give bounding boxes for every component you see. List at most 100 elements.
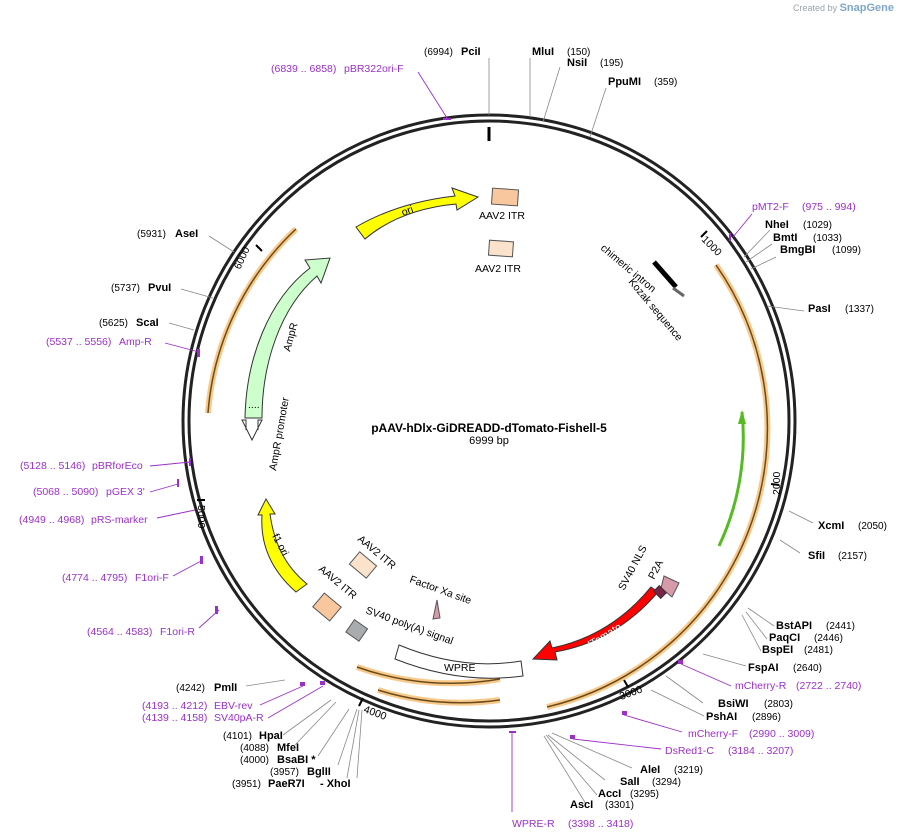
sv40-polya-box xyxy=(345,618,369,642)
ampr-promoter-arrow xyxy=(241,419,263,442)
ori-arrow xyxy=(355,187,480,240)
primer-f1ori-f: F1ori-F xyxy=(135,572,169,584)
site-pos-asci: (3301) xyxy=(605,800,634,811)
site-mlui: MluI xyxy=(532,46,554,58)
primer-pos-amp-r: (5537 .. 5556) xyxy=(46,336,111,348)
primer-marks xyxy=(177,118,731,739)
site-scai: ScaI xyxy=(136,317,159,329)
site-pos-pvui: (5737) xyxy=(111,283,140,294)
site-xhoi: - XhoI xyxy=(320,778,351,790)
primer-pgex3: pGEX 3' xyxy=(106,486,145,498)
site-pos-bglii: (3957) xyxy=(270,767,299,778)
watermark-brand: SnapGene xyxy=(839,2,894,14)
primer-pos-sv40pa-r: (4139 .. 4158) xyxy=(142,712,207,724)
site-pos-pmli: (4242) xyxy=(176,683,205,694)
site-nhei: NheI xyxy=(765,219,789,231)
primer-pbr322ori-f: pBR322ori-F xyxy=(344,63,404,75)
wpre-arrow xyxy=(394,644,524,679)
site-pos-xcmi: (2050) xyxy=(858,521,887,532)
aav2-itr-label-2: AAV2 ITR xyxy=(475,263,521,275)
aav2-itr-box-3 xyxy=(348,551,378,579)
site-asci: AscI xyxy=(570,799,593,811)
site-pos-nhei: (1029) xyxy=(803,220,832,231)
primer-pos-wpre-r: (3398 .. 3418) xyxy=(568,818,633,830)
site-pos-paer7i: (3951) xyxy=(232,779,261,790)
sv40-nls-box xyxy=(652,584,668,600)
p2a-arrow xyxy=(660,575,680,598)
primer-dsred1-c: DsRed1-C xyxy=(665,745,714,757)
site-leaders xyxy=(168,58,814,805)
site-pmli: PmlI xyxy=(214,682,237,694)
dtomato-arrow xyxy=(531,586,659,661)
chimeric-intron-label: chimeric intron xyxy=(598,242,658,295)
site-paqci: PaqCI xyxy=(769,632,800,644)
site-pasi: PasI xyxy=(808,303,831,315)
site-pos-scai: (5625) xyxy=(99,318,128,329)
site-pos-hpai: (4101) xyxy=(223,731,252,742)
site-pos-asei: (5931) xyxy=(137,229,166,240)
orange-band-bottom-2 xyxy=(377,687,501,706)
site-bmgbi: BmgBI xyxy=(780,244,815,256)
site-xcmi: XcmI xyxy=(818,520,844,532)
sv40-polya-label: SV40 poly(A) signal xyxy=(364,605,455,648)
site-asei: AseI xyxy=(175,228,198,240)
primer-pos-dsred1-c: (3184 .. 3207) xyxy=(728,745,793,757)
site-paer7i: PaeR7I xyxy=(268,778,305,790)
site-pos-paqci: (2446) xyxy=(814,633,843,644)
primer-pos-ebv-rev: (4193 .. 4212) xyxy=(142,700,207,712)
primer-pos-pbrforeco: (5128 .. 5146) xyxy=(20,460,85,472)
backbone-inner xyxy=(187,119,791,723)
primer-f1ori-r: F1ori-R xyxy=(160,626,195,638)
site-pos-mfei: (4088) xyxy=(240,743,269,754)
snapgene-watermark: Created by SnapGene xyxy=(793,2,894,14)
primer-pos-f1ori-f: (4774 .. 4795) xyxy=(62,572,127,584)
tick-2000: 2000 xyxy=(771,471,783,495)
site-pvui: PvuI xyxy=(148,282,171,294)
site-mfei: MfeI xyxy=(277,742,299,754)
site-pos-alei: (3219) xyxy=(674,765,703,776)
site-pos-acci: (3295) xyxy=(630,789,659,800)
primer-mcherry-r: mCherry-R xyxy=(735,680,787,692)
primer-pmt2-f: pMT2-F xyxy=(752,201,789,213)
tick-3000: 3000 xyxy=(618,683,644,702)
factor-xa-label: Factor Xa site xyxy=(408,574,473,607)
primer-pos-f1ori-r: (4564 .. 4583) xyxy=(87,626,152,638)
primer-wpre-r: WPRE-R xyxy=(512,818,555,830)
wpre-label: WPRE xyxy=(444,662,476,674)
tick-1000: 1000 xyxy=(699,234,724,259)
site-pos-bsabi: (4000) xyxy=(240,755,269,766)
green-feature-arc xyxy=(717,411,745,547)
primer-pbrforeco: pBRforEco xyxy=(92,460,143,472)
primer-pos-mcherry-f: (2990 .. 3009) xyxy=(749,728,814,740)
chimeric-intron-bar xyxy=(652,260,678,289)
site-pos-bstapi: (2441) xyxy=(826,621,855,632)
primer-mcherry-f: mCherry-F xyxy=(688,728,738,740)
tick-5000: 5000 xyxy=(195,505,207,529)
site-bmti: BmtI xyxy=(773,232,797,244)
primer-pos-pgex3: (5068 .. 5090) xyxy=(33,486,98,498)
primer-pos-pbr322ori-f: (6839 .. 6858) xyxy=(271,63,336,75)
sv40-nls-label: SV40 NLS xyxy=(616,543,650,592)
aav2-itr-label-1: AAV2 ITR xyxy=(479,210,525,222)
site-bsiwi: BsiWI xyxy=(718,698,749,710)
primer-ebv-rev: EBV-rev xyxy=(214,700,253,712)
site-pos-bmgbi: (1099) xyxy=(832,245,861,256)
ampr-label: AmpR xyxy=(281,321,300,353)
aav2-itr-box-1 xyxy=(490,187,520,207)
ori-label: ori xyxy=(400,204,415,219)
site-sali: SalI xyxy=(620,776,640,788)
site-pos-bspei: (2481) xyxy=(804,645,833,656)
f1-ori-arrow xyxy=(257,497,308,593)
site-acci: AccI xyxy=(598,788,621,800)
site-pshai: PshAI xyxy=(706,711,737,723)
p2a-label: P2A xyxy=(646,558,666,581)
site-fspai: FspAI xyxy=(748,662,779,674)
site-pcii: PciI xyxy=(461,46,481,58)
primer-pos-mcherry-r: (2722 .. 2740) xyxy=(796,680,861,692)
site-alei: AleI xyxy=(640,764,660,776)
primer-prs-marker: pRS-marker xyxy=(91,514,148,526)
site-ppumi: PpuMI xyxy=(608,76,641,88)
site-pos-pshai: (2896) xyxy=(752,712,781,723)
kozak-bar xyxy=(672,286,685,298)
